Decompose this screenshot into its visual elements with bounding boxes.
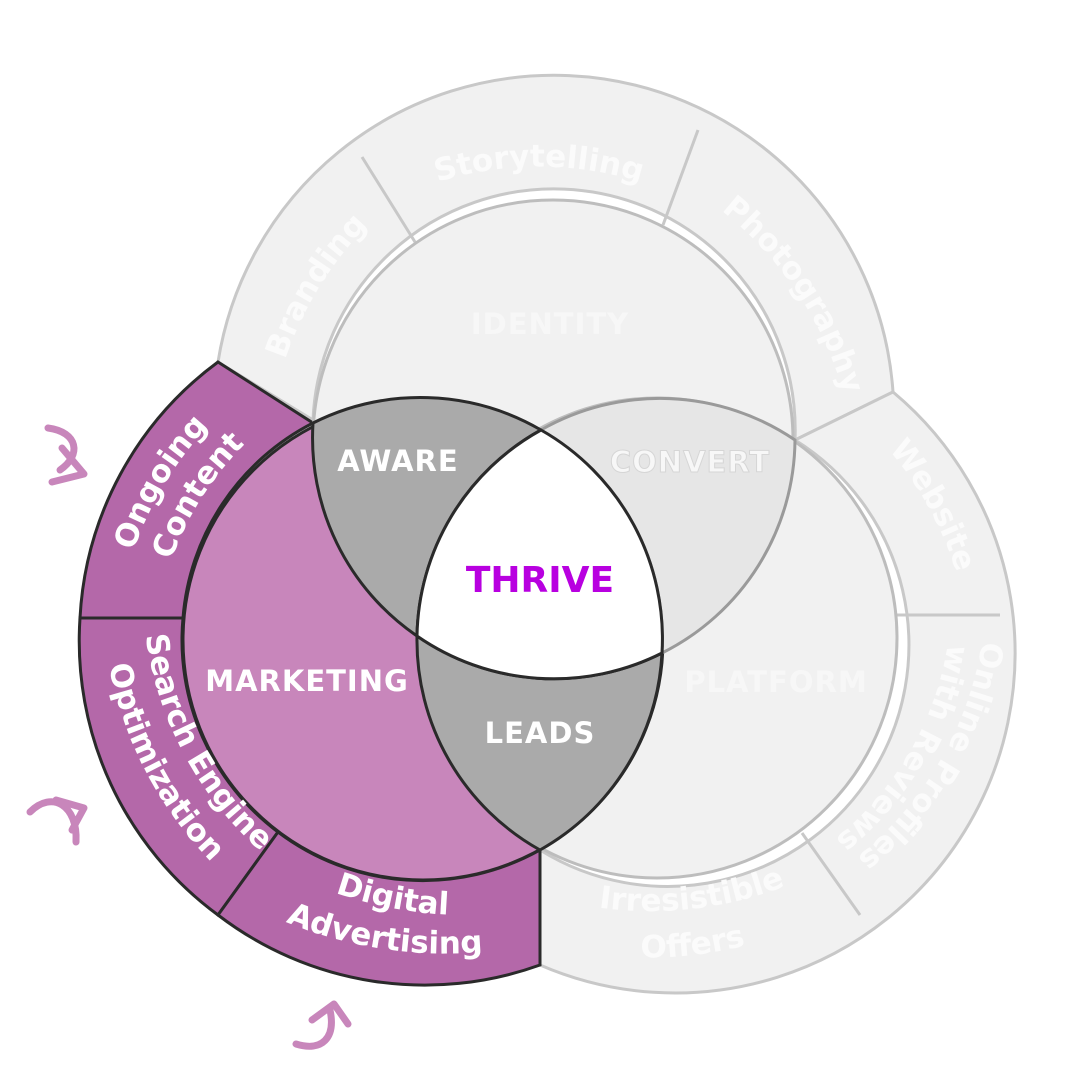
curved-arrow-icon (44, 424, 88, 486)
label-leads: LEADS (485, 716, 596, 750)
curved-arrow-icon (26, 796, 88, 846)
ring-segments-muted (216, 73, 1017, 995)
label-thrive: THRIVE (466, 560, 614, 601)
label-identity: IDENTITY (471, 307, 629, 341)
segment-identity-ring (216, 73, 895, 443)
segment-platform-ring (538, 390, 1017, 995)
curved-arrow-icon (292, 1000, 352, 1050)
overlaps (311, 396, 797, 852)
label-marketing: MARKETING (205, 664, 409, 698)
overlap-thrive (415, 428, 664, 681)
label-aware: AWARE (337, 444, 458, 478)
ring-segments-marketing (77, 360, 542, 987)
label-convert: CONVERT (610, 445, 770, 479)
label-platform: PLATFORM (684, 665, 867, 699)
